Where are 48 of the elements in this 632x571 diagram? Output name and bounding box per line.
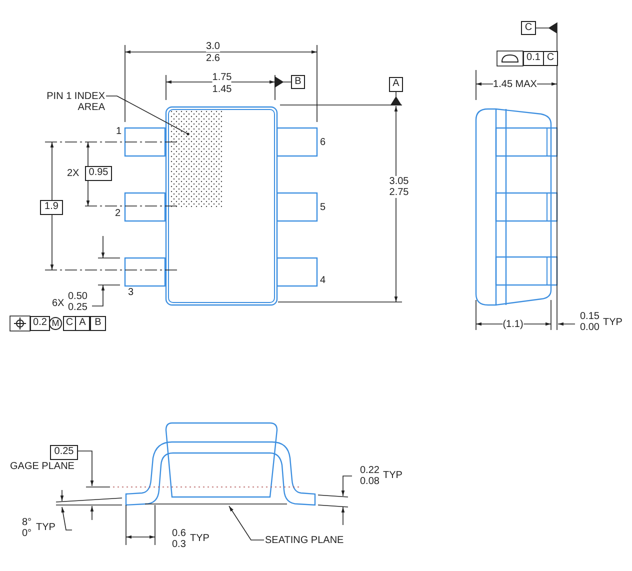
dimension-text: (1.1) xyxy=(502,319,524,330)
datum-reference: A xyxy=(75,316,90,331)
basic-dimension: 0.95 xyxy=(85,166,112,181)
pin-number: 5 xyxy=(320,202,326,213)
dimension-text: 3.05 xyxy=(389,176,409,187)
dimension-text: 0.25 xyxy=(68,302,88,313)
dimension-text: 1.75 xyxy=(212,72,232,83)
dimension-text: 2X xyxy=(67,168,80,179)
angle-text: 0° xyxy=(22,528,32,539)
pin-number: 6 xyxy=(320,137,326,148)
datum-label: B xyxy=(291,75,305,89)
dimension-text: 6X xyxy=(52,298,64,309)
dimension-text: 0.22 xyxy=(360,465,380,476)
dimension-text: TYP xyxy=(603,317,622,328)
pin-number: 2 xyxy=(115,208,121,219)
modifier-symbol: M xyxy=(49,317,62,330)
dimension-text: 2.75 xyxy=(389,187,409,198)
datum-reference: C xyxy=(543,51,558,66)
datum-reference: C xyxy=(63,316,76,331)
dimension-text: 0.15 xyxy=(580,311,600,322)
dimension-text: 1.45 MAX xyxy=(493,79,537,90)
index-area xyxy=(170,110,222,207)
datum-reference: B xyxy=(90,316,106,331)
dimension-text: 0.08 xyxy=(360,476,380,487)
dimension-text: 2.6 xyxy=(206,53,220,64)
dimension-text: 0.50 xyxy=(68,291,88,302)
leader-line xyxy=(228,506,264,540)
dimension-text: 3.0 xyxy=(206,41,220,52)
callout-text: SEATING PLANE xyxy=(265,535,344,546)
dimension-text: 1.45 xyxy=(212,84,232,95)
dimension-text: 0.3 xyxy=(172,539,186,550)
basic-dimension: 0.25 xyxy=(50,445,78,460)
angle-text: TYP xyxy=(36,522,56,533)
dimension-text: 0.6 xyxy=(172,528,186,539)
datum-label: C xyxy=(521,21,536,35)
basic-dimension: 1.9 xyxy=(40,200,63,215)
plane-label: GAGE PLANE xyxy=(10,461,74,472)
dimension-text: TYP xyxy=(190,533,210,544)
dimension-text: 0.00 xyxy=(580,322,600,333)
tolerance-value: 0.2 xyxy=(30,316,50,331)
tolerance-value: 0.1 xyxy=(523,51,544,66)
angle-text: 8° xyxy=(22,517,32,528)
dimension-text: TYP xyxy=(383,470,402,481)
pin-number: 3 xyxy=(128,287,134,298)
pin-number: 1 xyxy=(116,126,122,137)
datum-label: A xyxy=(389,77,403,92)
pin-number: 4 xyxy=(320,275,326,286)
leader-line xyxy=(106,96,190,136)
